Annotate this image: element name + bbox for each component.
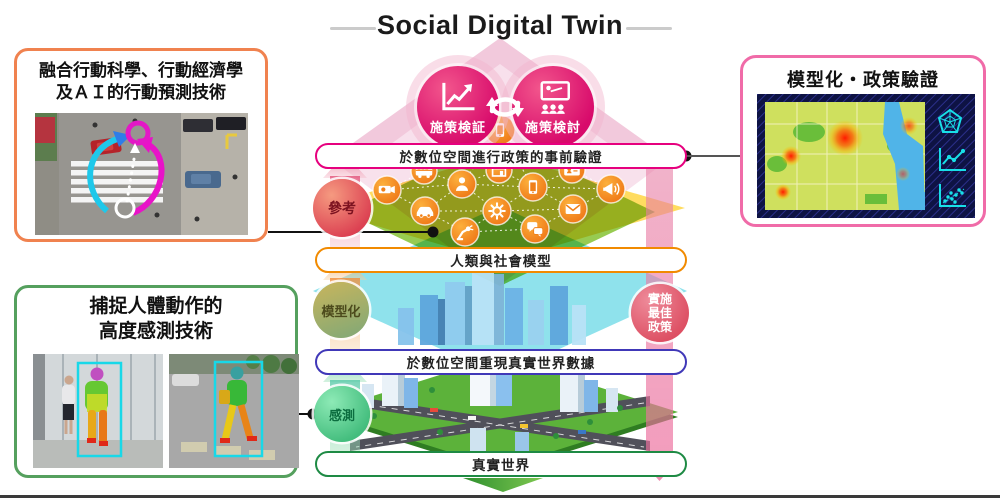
policy-discussion-circle: 施策検討 <box>512 66 594 148</box>
title-rule-right <box>626 27 672 30</box>
loop-arrows-icon <box>486 97 524 117</box>
presentation-meeting-icon <box>540 81 570 114</box>
gear-icon <box>482 196 512 226</box>
chat-icon <box>520 214 550 244</box>
connector-banner-to-modeling <box>680 150 740 162</box>
person-icon <box>447 169 477 199</box>
title-rule-left <box>330 27 376 30</box>
implement-line1: 實施 <box>647 292 672 306</box>
policy-verification-label: 施策検証 <box>429 120 486 135</box>
radar-chart-icon <box>937 108 963 133</box>
aerial-crosswalk-photo <box>35 113 248 235</box>
policy-discussion-label: 施策検討 <box>524 120 581 135</box>
banner-real-world: 真實世界 <box>315 451 687 477</box>
human-sensing-callout: 捕捉人體動作的 高度感測技術 <box>14 285 299 478</box>
modeling-policy-callout: 模型化・政策驗證 <box>740 55 986 227</box>
car-icon <box>410 196 440 226</box>
line-chart-icon <box>939 148 966 171</box>
banner-human-society-model: 人類與社會模型 <box>315 247 687 273</box>
implement-line2: 最佳 <box>647 306 672 320</box>
modeling-callout-title: 模型化・政策驗證 <box>787 70 939 90</box>
mobile-device-icon <box>518 172 548 202</box>
behavior-callout-title: 融合行動科學、行動經濟學 及ＡＩ的行動預測技術 <box>39 61 243 103</box>
reference-badge: 參考 <box>313 179 371 237</box>
page-title: Social Digital Twin <box>376 10 624 40</box>
policy-verification-circle: 施策検証 <box>417 66 499 148</box>
banner-digital-reproduction: 於數位空間重現真實世界數據 <box>315 349 687 375</box>
thermal-pedestrian-photos <box>33 354 299 468</box>
scatter-plot-icon <box>939 184 966 207</box>
pedestrians-photo <box>33 354 163 468</box>
real-world-chevron <box>463 478 543 492</box>
sensing-callout-title: 捕捉人體動作的 高度感測技術 <box>89 296 223 342</box>
bottom-rule <box>0 495 1000 498</box>
megaphone-icon <box>596 174 626 204</box>
sensing-badge: 感測 <box>314 386 370 442</box>
implement-best-policy-badge: 實施 最佳 政策 <box>631 284 689 342</box>
modeling-badge: 模型化 <box>313 282 369 338</box>
trend-chart-icon <box>442 82 475 111</box>
cctv-camera-icon <box>372 175 402 205</box>
data-network-icons <box>372 114 626 247</box>
data-network-links <box>386 130 612 233</box>
digital-city-illustration <box>398 270 586 345</box>
banner-policy-pre-verification: 於數位空間進行政策的事前驗證 <box>315 143 687 169</box>
behavior-prediction-callout: 融合行動科學、行動經濟學 及ＡＩ的行動預測技術 <box>14 48 268 242</box>
implement-line3: 政策 <box>647 320 672 334</box>
walking-person-photo <box>169 354 299 468</box>
city-heatmap-image <box>757 94 975 218</box>
mail-icon <box>558 194 588 224</box>
robot-arm-icon <box>450 217 480 247</box>
real-world-city-illustration <box>322 356 678 473</box>
